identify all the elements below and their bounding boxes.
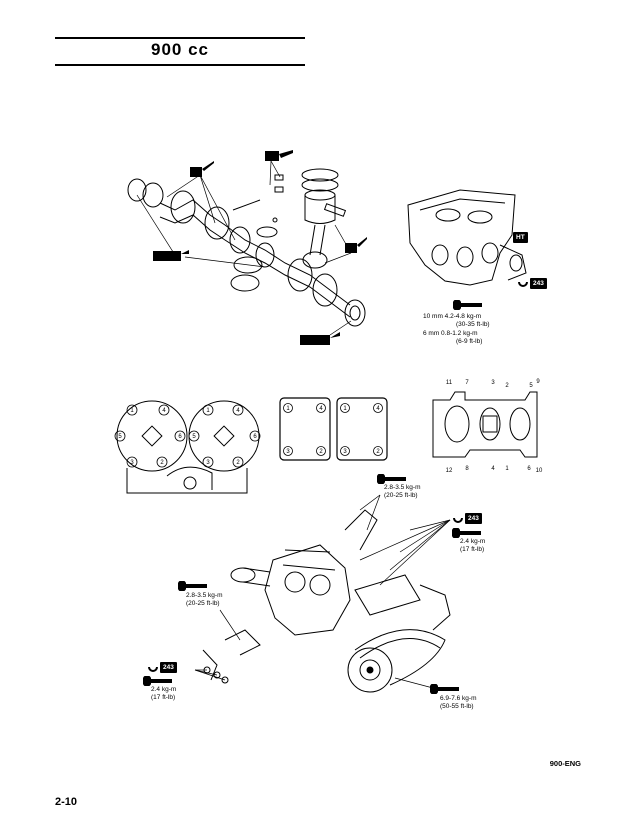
base-seq-3: 3 [491, 380, 495, 386]
upper-spec-line2: (30-35 ft-lb) [456, 321, 490, 328]
base-seq-10: 10 [536, 468, 543, 474]
spec-top-right-line1: 2.8-3.5 kg-m [384, 484, 421, 491]
head-seq-6b: 6 [253, 434, 257, 440]
head-seq-3a: 3 [130, 460, 134, 466]
head-seq-6a: 6 [178, 434, 182, 440]
page-title: 900 cc [151, 40, 209, 59]
cylinder-head-torque-pattern: 1 4 5 6 3 2 1 4 5 6 3 2 [114, 400, 261, 494]
spec-mid-right-line2: (17 ft-lb) [460, 546, 485, 553]
base-seq-1: 1 [505, 466, 509, 472]
base-seq-8: 8 [465, 466, 469, 472]
ht-badge: HT [513, 232, 528, 243]
head-seq-1b: 1 [206, 408, 210, 414]
title-rule-bottom [55, 64, 305, 66]
torque-wrench-icon-bottom-right [430, 684, 459, 694]
cyl-seq-4a: 4 [319, 406, 323, 412]
base-seq-5: 5 [529, 383, 533, 389]
page-number: 2-10 [55, 796, 78, 808]
crankcase-torque-pattern: 11 7 3 2 5 9 12 8 4 1 6 10 [432, 379, 543, 474]
crankshaft-diagram [127, 150, 367, 345]
cyl-seq-1b: 1 [343, 406, 347, 412]
base-seq-11: 11 [446, 380, 453, 386]
loctite-badge-left-bottom: 243 [160, 662, 177, 673]
engine-assembly-diagram [194, 494, 451, 693]
spec-left-bottom-line1: 2.4 kg-m [151, 686, 177, 693]
spec-bottom-right-line1: 6.9-7.6 kg-m [440, 695, 477, 702]
title-rule-top [55, 37, 305, 39]
spec-left-mid-line2: (20-25 ft-lb) [186, 600, 220, 607]
spec-left-bottom-line2: (17 ft-lb) [151, 694, 176, 701]
base-seq-7: 7 [465, 380, 469, 386]
cyl-seq-2a: 2 [319, 449, 323, 455]
head-seq-4b: 4 [236, 408, 240, 414]
cyl-seq-3b: 3 [343, 449, 347, 455]
upper-spec-line1: 10 mm 4.2-4.8 kg-m [423, 313, 482, 320]
head-seq-3b: 3 [206, 460, 210, 466]
upper-spec-line4: (6-9 ft-lb) [456, 338, 483, 345]
head-seq-2a: 2 [160, 460, 164, 466]
cyl-seq-4b: 4 [376, 406, 380, 412]
head-seq-2b: 2 [236, 460, 240, 466]
torque-wrench-icon-mid-right [452, 528, 481, 538]
upper-spec-line3: 6 mm 0.8-1.2 kg-m [423, 330, 478, 337]
loctite-icon [453, 517, 463, 523]
spec-top-right-line2: (20-25 ft-lb) [384, 492, 418, 499]
base-seq-6: 6 [527, 466, 531, 472]
torque-wrench-icon-left-bottom [143, 676, 172, 686]
loctite-icon [148, 666, 158, 672]
torque-wrench-icon-top-right [377, 474, 406, 484]
cyl-seq-1a: 1 [286, 406, 290, 412]
base-seq-4: 4 [491, 466, 495, 472]
head-seq-1a: 1 [130, 408, 134, 414]
base-seq-9: 9 [536, 379, 540, 385]
head-seq-5b: 5 [192, 434, 196, 440]
spec-left-mid-line1: 2.8-3.5 kg-m [186, 592, 223, 599]
head-seq-5a: 5 [118, 434, 122, 440]
head-seq-4a: 4 [162, 408, 166, 414]
base-seq-12: 12 [446, 468, 453, 474]
crankcase-diagram [407, 189, 527, 286]
torque-wrench-icon-upper [453, 300, 482, 310]
figure-code: 900-ENG [549, 759, 581, 768]
cyl-seq-2b: 2 [376, 449, 380, 455]
loctite-icon [518, 281, 528, 287]
base-seq-2: 2 [505, 383, 509, 389]
torque-wrench-icon-left-mid [178, 581, 207, 591]
cylinder-torque-pattern: 1 4 3 2 1 4 3 2 [279, 397, 388, 461]
loctite-badge-mid-right: 243 [465, 513, 482, 524]
spec-mid-right-line1: 2.4 kg-m [460, 538, 486, 545]
spec-bottom-right-line2: (50-55 ft-lb) [440, 703, 474, 710]
cyl-seq-3a: 3 [286, 449, 290, 455]
loctite-badge-upper: 243 [530, 278, 547, 289]
